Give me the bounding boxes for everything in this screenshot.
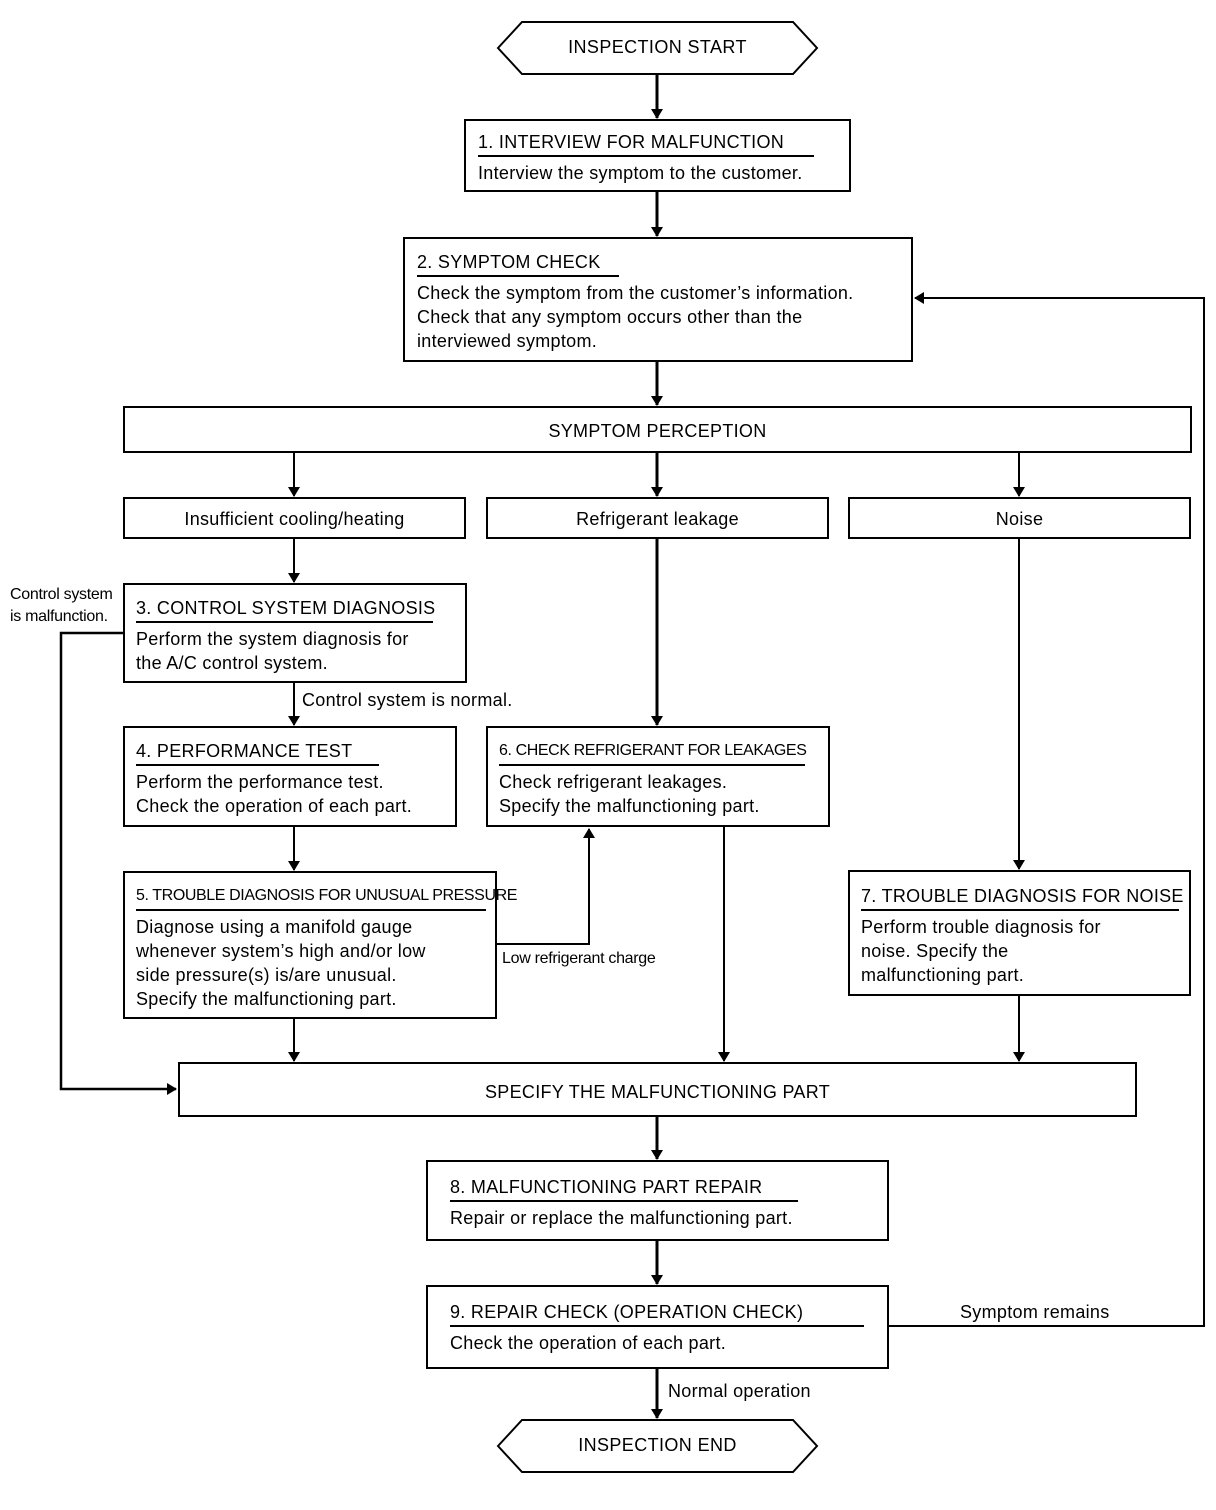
- step-repair-check-title: 9. REPAIR CHECK (OPERATION CHECK): [450, 1302, 804, 1322]
- step-control-diagnosis-body: Perform the system diagnosis for the A/C…: [136, 629, 409, 673]
- step-leak-check-underline: [499, 764, 805, 766]
- step-symptom-check-title: 2. SYMPTOM CHECK: [417, 252, 601, 272]
- category-insufficient-label: Insufficient cooling/heating: [184, 509, 405, 529]
- step-control-diagnosis-underline: [136, 621, 433, 623]
- category-noise-box: Noise: [848, 497, 1191, 539]
- step-leak-check-box: 6. CHECK REFRIGERANT FOR LEAKAGES Check …: [486, 726, 830, 827]
- step-noise-diagnosis-box: 7. TROUBLE DIAGNOSIS FOR NOISE Perform t…: [848, 870, 1191, 996]
- step-unusual-pressure-body: Diagnose using a manifold gauge whenever…: [136, 917, 426, 1009]
- arrow-control-malfunction: [59, 631, 177, 1095]
- step-repair-underline: [450, 1200, 798, 1202]
- step-leak-check-body: Check refrigerant leakages. Specify the …: [499, 772, 760, 816]
- step-performance-test-title: 4. PERFORMANCE TEST: [136, 741, 353, 761]
- step-performance-test-underline: [136, 764, 379, 766]
- arrow-low-charge-to-step6: [497, 828, 595, 945]
- end-terminal-shape: [496, 1419, 819, 1473]
- specify-malfunction-box: SPECIFY THE MALFUNCTIONING PART: [178, 1062, 1137, 1117]
- inspection-start-label: INSPECTION START: [568, 37, 747, 57]
- symptom-perception-box: SYMPTOM PERCEPTION: [123, 406, 1192, 453]
- step-control-diagnosis-box: 3. CONTROL SYSTEM DIAGNOSIS Perform the …: [123, 583, 467, 683]
- step-symptom-check-body: Check the symptom from the customer’s in…: [417, 283, 854, 351]
- label-control-normal: Control system is normal.: [302, 690, 513, 710]
- specify-malfunction-label: SPECIFY THE MALFUNCTIONING PART: [484, 1082, 830, 1102]
- step-noise-diagnosis-underline: [861, 909, 1179, 911]
- label-low-charge: Low refrigerant charge: [502, 950, 656, 967]
- inspection-end-label: INSPECTION END: [578, 1435, 737, 1455]
- step-unusual-pressure-title: 5. TROUBLE DIAGNOSIS FOR UNUSUAL PRESSUR…: [136, 887, 518, 904]
- step-unusual-pressure-box: 5. TROUBLE DIAGNOSIS FOR UNUSUAL PRESSUR…: [123, 871, 517, 1019]
- step-repair-title: 8. MALFUNCTIONING PART REPAIR: [450, 1177, 763, 1197]
- step-noise-diagnosis-title: 7. TROUBLE DIAGNOSIS FOR NOISE: [861, 886, 1184, 906]
- step-control-diagnosis-title: 3. CONTROL SYSTEM DIAGNOSIS: [136, 598, 436, 618]
- symptom-perception-label: SYMPTOM PERCEPTION: [548, 421, 767, 441]
- step-symptom-check-underline: [417, 275, 619, 277]
- label-symptom-remains: Symptom remains: [960, 1302, 1110, 1322]
- step-repair-box: 8. MALFUNCTIONING PART REPAIR Repair or …: [426, 1160, 889, 1241]
- category-leakage-label: Refrigerant leakage: [576, 509, 739, 529]
- category-noise-label: Noise: [995, 509, 1044, 529]
- step-repair-check-underline: [450, 1325, 864, 1327]
- step-symptom-check-box: 2. SYMPTOM CHECK Check the symptom from …: [403, 237, 913, 362]
- step-unusual-pressure-underline: [136, 909, 486, 911]
- step-leak-check-title: 6. CHECK REFRIGERANT FOR LEAKAGES: [499, 742, 807, 759]
- label-normal-operation: Normal operation: [668, 1381, 811, 1401]
- step-repair-check-box: 9. REPAIR CHECK (OPERATION CHECK) Check …: [426, 1285, 889, 1369]
- step-repair-body: Repair or replace the malfunctioning par…: [450, 1208, 793, 1228]
- step-interview-title: 1. INTERVIEW FOR MALFUNCTION: [478, 132, 785, 152]
- step-performance-test-box: 4. PERFORMANCE TEST Perform the performa…: [123, 726, 457, 827]
- step-interview-underline: [478, 155, 814, 157]
- start-terminal-shape: [496, 21, 819, 75]
- step-interview-box: 1. INTERVIEW FOR MALFUNCTION Interview t…: [464, 119, 851, 192]
- arrow-symptom-remains-loop: [889, 292, 1205, 1327]
- step-repair-check-body: Check the operation of each part.: [450, 1333, 727, 1353]
- label-control-malfunction: Control system is malfunction.: [10, 586, 113, 625]
- category-insufficient-box: Insufficient cooling/heating: [123, 497, 466, 539]
- category-leakage-box: Refrigerant leakage: [486, 497, 829, 539]
- step-noise-diagnosis-body: Perform trouble diagnosis for noise. Spe…: [861, 917, 1101, 985]
- step-interview-body: Interview the symptom to the customer.: [478, 163, 803, 183]
- step-performance-test-body: Perform the performance test. Check the …: [136, 772, 413, 816]
